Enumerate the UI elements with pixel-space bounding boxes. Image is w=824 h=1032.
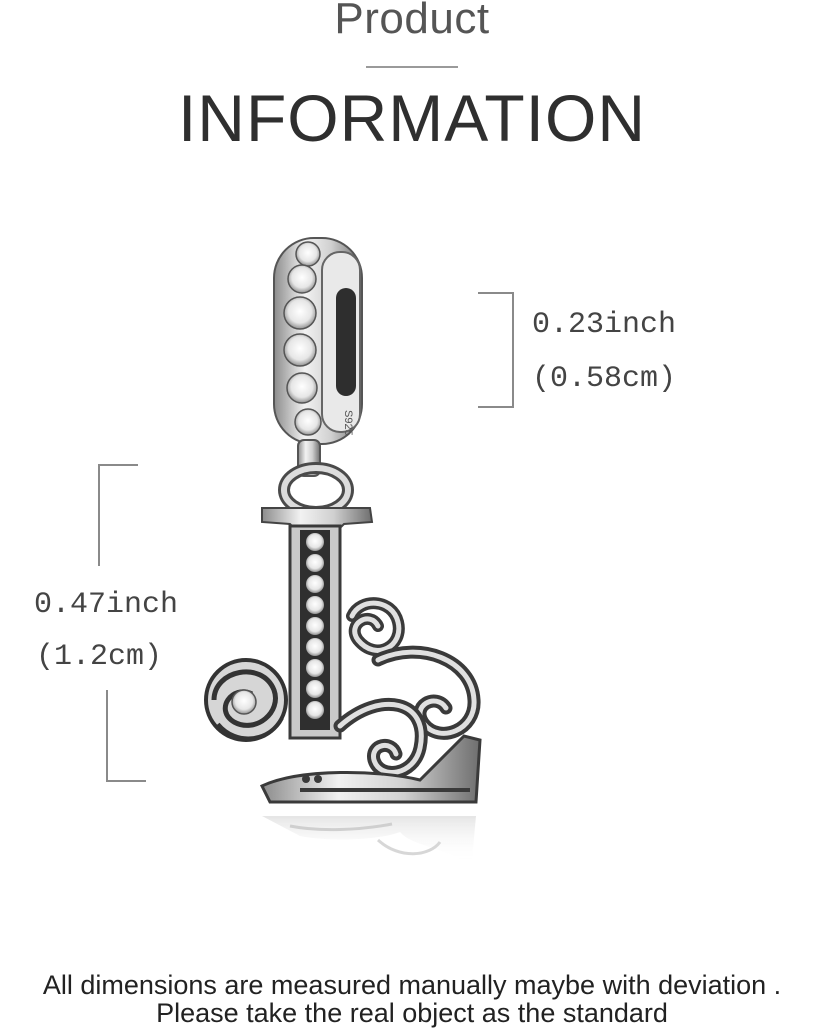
pendant-dimension-bracket-bottom <box>106 690 146 782</box>
disclaimer-line-2: Please take the real object as the stand… <box>156 998 668 1028</box>
pendant-dimension-cm: (1.2cm) <box>36 640 163 674</box>
bail-bead: S925 <box>273 237 363 445</box>
page-title: INFORMATION <box>177 81 647 155</box>
pendant-dimension-inch: 0.47inch <box>34 588 179 622</box>
stem-gems <box>306 533 324 719</box>
disclaimer-line-1: All dimensions are measured manually may… <box>42 970 782 1000</box>
bail-dimension-inch: 0.23inch <box>532 308 677 342</box>
bail-stamp: S925 <box>342 410 354 436</box>
connector-loop <box>278 439 354 518</box>
bail-gems <box>283 241 322 436</box>
letter-L-pendant <box>204 507 482 804</box>
bail-dimension-cm: (0.58cm) <box>532 362 677 396</box>
header-subtitle: Product <box>334 0 490 43</box>
pendant-dimension-bracket-top <box>98 464 138 566</box>
charm-reflection <box>262 816 476 862</box>
rose-ornament <box>204 658 288 742</box>
header-divider <box>366 66 458 68</box>
bail-dimension-bracket <box>478 292 514 408</box>
